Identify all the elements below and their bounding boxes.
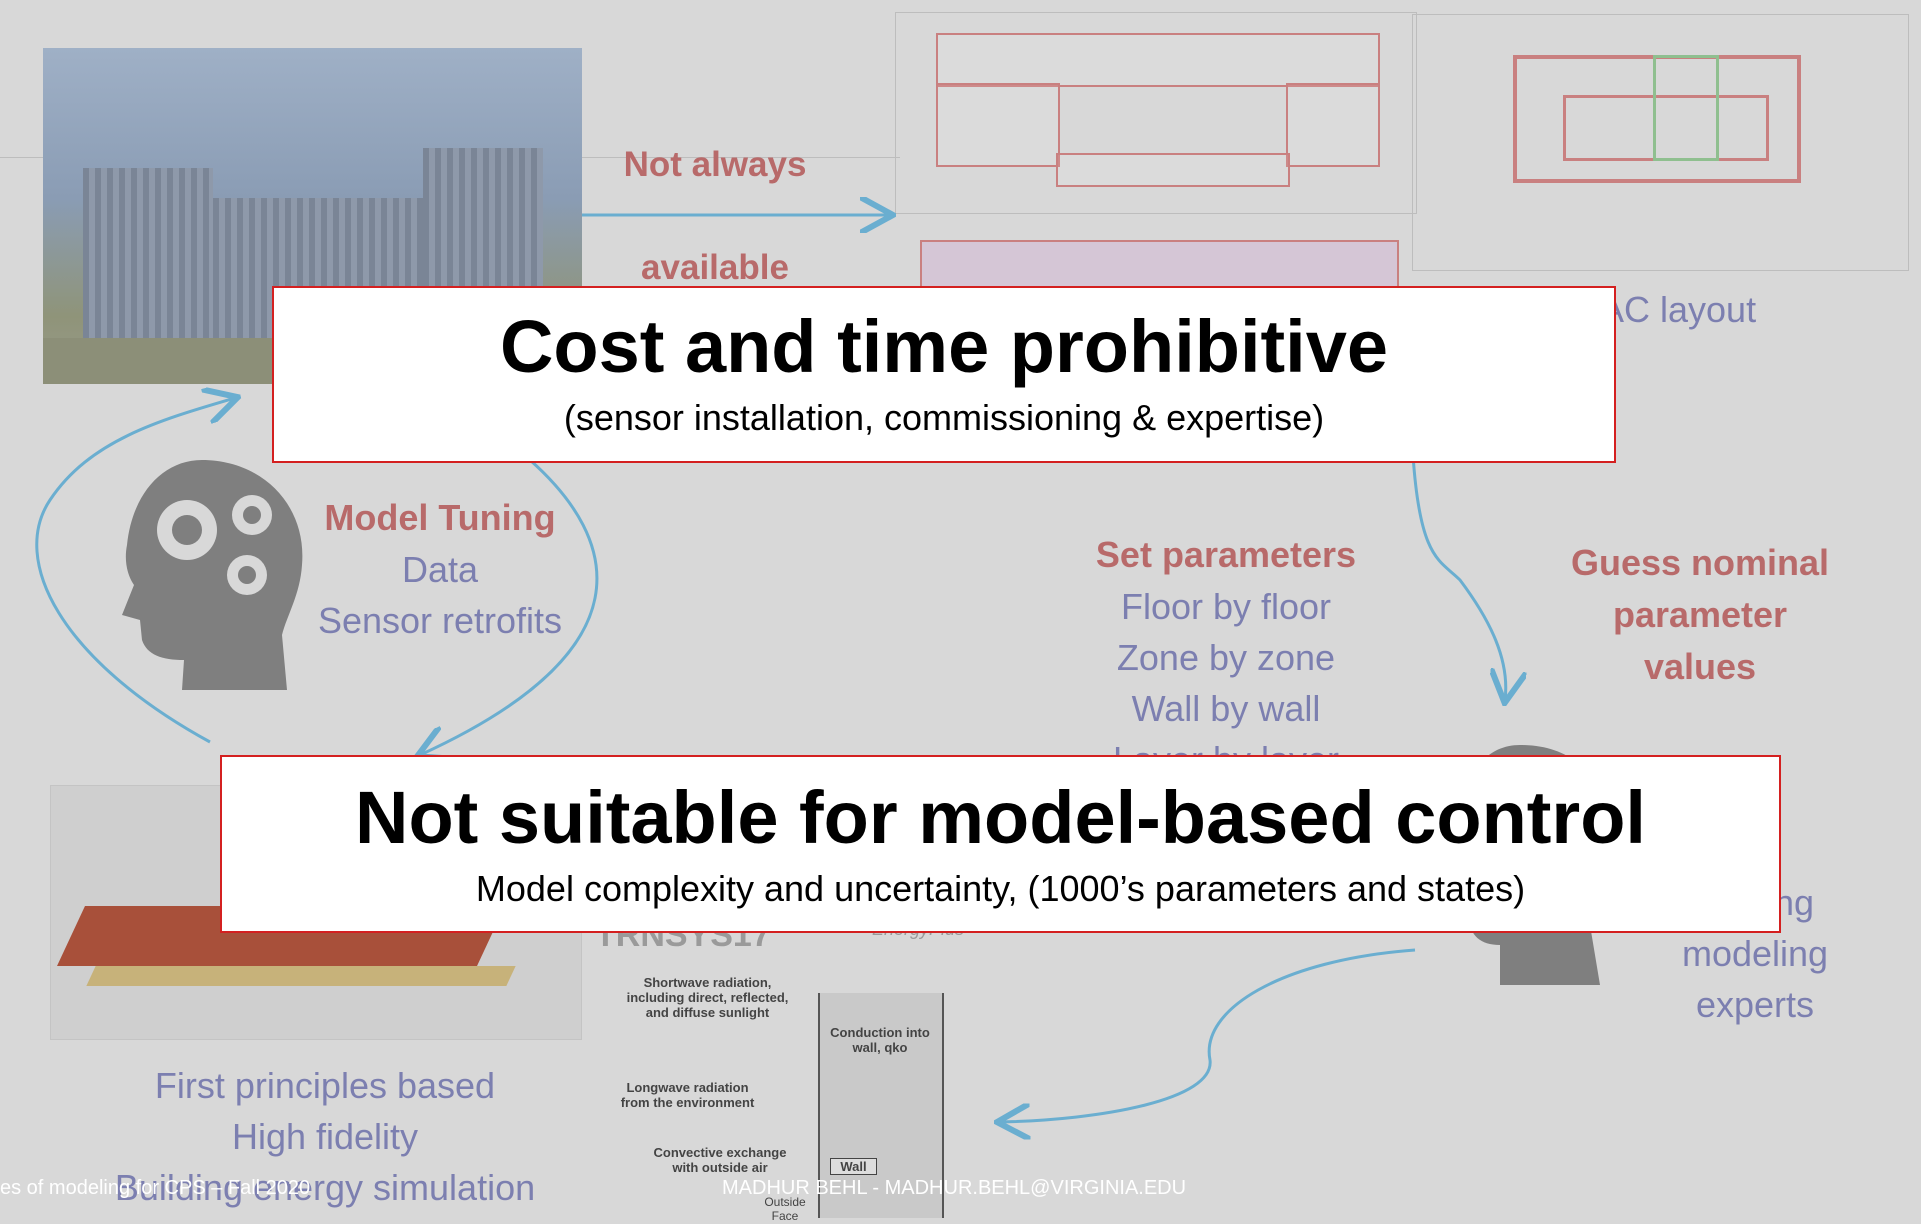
available-label: available (641, 248, 789, 287)
footer-course-text: es of modeling for CPS – Fall 2020 (0, 1177, 311, 1199)
model-control-title: Not suitable for model-based control (355, 776, 1646, 859)
set-parameters-label: Set parameters (1095, 534, 1357, 575)
model-control-subtitle: Model complexity and uncertainty, (1000’… (475, 868, 1526, 909)
model-tuning-label: Model Tuning (324, 497, 556, 538)
convective-text: Convective exchange with outside air (653, 1145, 787, 1175)
guess-values-label: values (1643, 646, 1757, 687)
building-energy-simulation-label: Building energy simulation (114, 1167, 536, 1208)
cost-time-overlay: Cost and time prohibitive (sensor instal… (272, 286, 1616, 463)
cost-time-title: Cost and time prohibitive (499, 305, 1389, 388)
guess-parameter-label: parameter (1612, 594, 1788, 635)
shortwave-text: Shortwave radiation, including direct, r… (626, 975, 789, 1020)
building-modeling-label-2: modeling (1681, 933, 1829, 974)
wall-block (818, 993, 944, 1218)
head-gears-icon (122, 460, 303, 690)
building-modeling-label-3: experts (1695, 984, 1815, 1025)
not-always-label: Not always (623, 145, 807, 184)
wall-text: Wall (830, 1158, 877, 1175)
floor-plan-drawing (895, 12, 1417, 214)
guess-nominal-label: Guess nominal (1570, 542, 1830, 583)
outside-face-text: Outside Face (764, 1195, 806, 1223)
sensor-retrofits-label: Sensor retrofits (317, 600, 563, 641)
hvac-layout-label: AC layout (1600, 289, 1757, 330)
footer-author-text: MADHUR BEHL - MADHUR.BEHL@VIRGINIA.EDU (722, 1177, 1187, 1199)
data-label: Data (401, 549, 479, 590)
cost-time-subtitle: (sensor installation, commissioning & ex… (563, 397, 1325, 438)
high-fidelity-label: High fidelity (231, 1116, 419, 1157)
wall-heat-transfer-diagram: Shortwave radiation, including direct, r… (615, 975, 945, 1223)
model-control-overlay: Not suitable for model-based control Mod… (220, 755, 1781, 933)
floor-by-floor-label: Floor by floor (1120, 586, 1332, 627)
longwave-text: Longwave radiation from the environment (620, 1080, 755, 1110)
wall-by-wall-label: Wall by wall (1131, 688, 1321, 729)
zone-by-zone-label: Zone by zone (1116, 637, 1336, 678)
conduction-text: Conduction into wall, qko (830, 1025, 930, 1055)
first-principles-label: First principles based (154, 1065, 496, 1106)
hvac-layout-drawing (1412, 14, 1909, 271)
